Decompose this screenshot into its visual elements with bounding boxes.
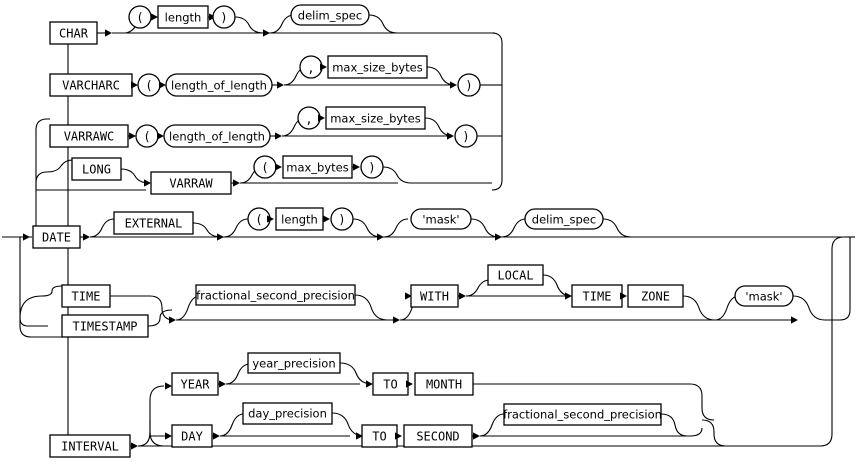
node-lparen3-label: (	[143, 130, 150, 144]
node-varcharc-label: VARCHARC	[62, 79, 120, 93]
node-msb-1-label: max_size_bytes	[332, 61, 423, 75]
node-lparen1-label: (	[136, 11, 143, 25]
node-to-2-label: TO	[372, 430, 386, 444]
node-to-1-label: TO	[383, 378, 397, 392]
node-date-label: DATE	[42, 231, 71, 245]
node-msb-2-label: max_size_bytes	[330, 112, 421, 126]
node-rparen4-label: )	[368, 161, 375, 175]
node-month-label: MONTH	[426, 378, 462, 392]
node-day-precision-label: day_precision	[248, 407, 327, 421]
node-lol-2-label: length_of_length	[169, 130, 265, 144]
node-lparen4-label: (	[261, 161, 268, 175]
node-max-bytes-label: max_bytes	[286, 161, 349, 175]
node-time2-label: TIME	[583, 290, 612, 304]
node-rparen3-label: )	[462, 130, 469, 144]
node-rparen5-label: )	[338, 213, 345, 227]
node-zone-label: ZONE	[641, 290, 670, 304]
node-labels: CHAR VARCHARC VARRAWC LONG VARRAW DATE E…	[42, 9, 783, 454]
node-length1-label: length	[165, 11, 202, 25]
node-varrawc-label: VARRAWC	[64, 130, 115, 144]
node-char-label: CHAR	[59, 27, 89, 41]
node-rparen2-label: )	[465, 79, 472, 93]
node-day-label: DAY	[181, 430, 203, 444]
node-external-label: EXTERNAL	[125, 217, 183, 231]
node-comma1-label: ,	[307, 62, 314, 76]
node-length2-label: length	[281, 213, 318, 227]
node-fsp-1-label: fractional_second_precision	[196, 289, 355, 303]
node-rparen1-label: )	[220, 11, 227, 25]
node-year-label: YEAR	[181, 378, 211, 392]
node-delim-spec-2-label: delim_spec	[532, 213, 596, 227]
node-lparen5-label: (	[255, 213, 262, 227]
node-fsp-2-label: fractional_second_precision	[503, 408, 662, 422]
node-interval-label: INTERVAL	[61, 440, 119, 454]
node-local-label: LOCAL	[497, 269, 533, 283]
node-lol-1-label: length_of_length	[171, 79, 267, 93]
node-year-precision-label: year_precision	[252, 357, 335, 371]
node-lparen2-label: (	[145, 79, 152, 93]
node-time-label: TIME	[72, 290, 101, 304]
node-timestamp-label: TIMESTAMP	[72, 320, 137, 334]
node-delim-spec-1-label: delim_spec	[298, 9, 362, 23]
node-varraw-label: VARRAW	[169, 177, 213, 191]
node-long-label: LONG	[82, 163, 111, 177]
node-with-label: WITH	[420, 290, 449, 304]
node-mask-1-label: 'mask'	[422, 213, 459, 227]
node-second-label: SECOND	[416, 430, 459, 444]
node-mask-2-label: 'mask'	[745, 290, 782, 304]
rail-lines	[2, 4, 855, 458]
node-comma2-label: ,	[305, 113, 312, 127]
